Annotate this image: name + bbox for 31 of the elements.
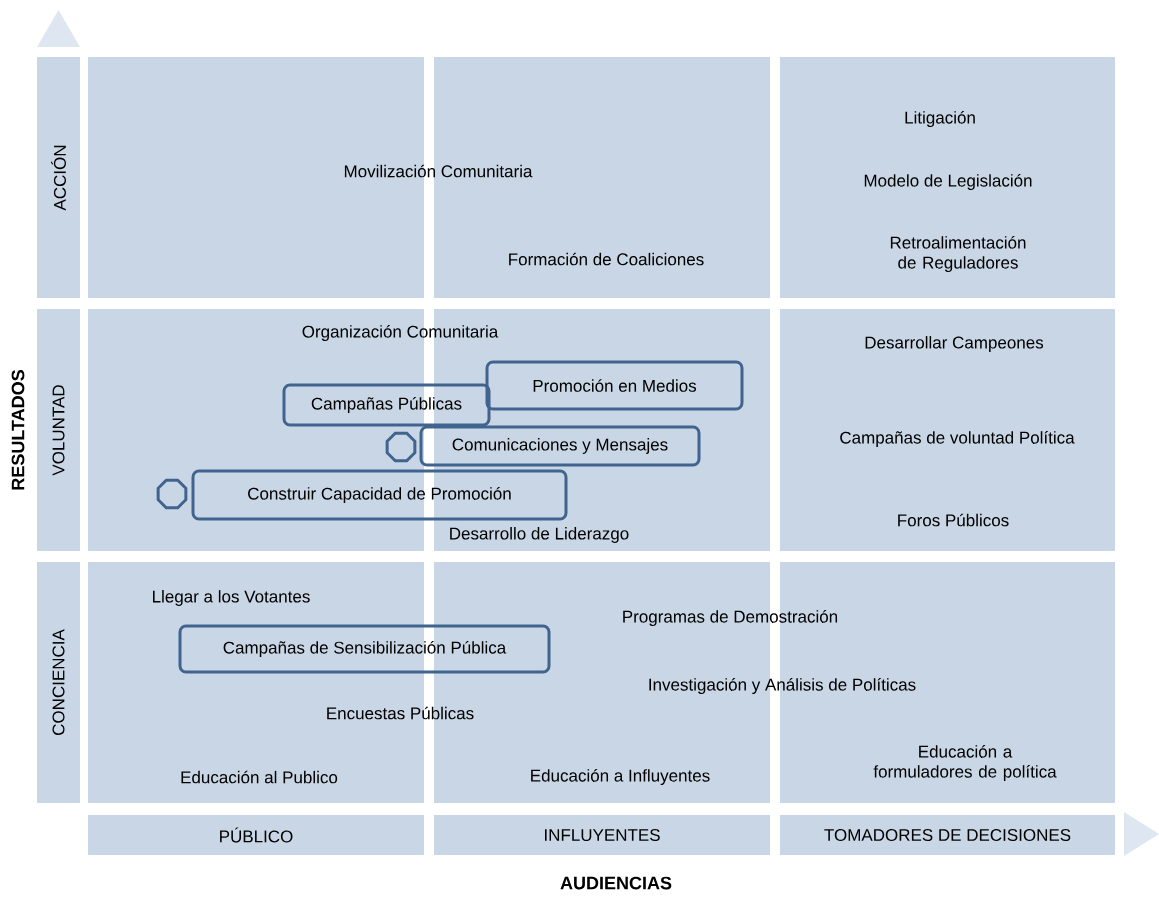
- activity-label: Educación a Influyentes: [531, 769, 710, 786]
- outlined-box: Promoción en Medios: [485, 360, 744, 411]
- activity-label: Encuestas Públicas: [327, 706, 474, 720]
- activity-label: Programas de Demostración: [623, 610, 838, 627]
- activity-label: Movilización Comunitaria: [344, 164, 533, 178]
- row-header: CONCIENCIA: [37, 562, 80, 803]
- outlined-box: Campañas de Sensibilización Pública: [178, 624, 551, 674]
- activity-label: Desarrollo de Liderazgo: [450, 527, 629, 543]
- activity-label: Desarrollar Campeones: [865, 336, 1044, 352]
- activity-label: Modelo de Legislación: [864, 174, 1032, 191]
- outlined-box: Comunicaciones y Mensajes: [419, 425, 701, 467]
- column-header: TOMADORES DE DECISIONES: [780, 815, 1115, 855]
- column-header: INFLUYENTES: [434, 815, 770, 855]
- activity-label: Formación de Coaliciones: [509, 252, 704, 266]
- activity-label: Llegar a los Votantes: [153, 590, 310, 606]
- activity-label: Campañas de voluntad Política: [840, 431, 1075, 448]
- octagon-marker: [385, 431, 417, 463]
- activity-label: Educación al Publico: [181, 770, 338, 784]
- activity-label: Foros Públicos: [898, 513, 1009, 527]
- row-header: ACCIÓN: [37, 57, 80, 298]
- activity-label: Retroalimentación de Reguladores: [890, 236, 1026, 273]
- activity-label: Educación a formuladores de política: [873, 745, 1057, 782]
- outlined-box: Construir Capacidad de Promoción: [191, 469, 568, 521]
- octagon-marker: [156, 478, 188, 510]
- axis-title: AUDIENCIAS: [560, 876, 672, 890]
- column-header: PÚBLICO: [88, 815, 424, 855]
- outlined-box: Campañas Públicas: [282, 383, 491, 427]
- row-header: VOLUNTAD: [37, 309, 80, 551]
- activity-label: Litigación: [905, 111, 975, 128]
- activity-label: Organización Comunitaria: [302, 325, 499, 342]
- activity-label: Investigación y Análisis de Políticas: [649, 678, 916, 695]
